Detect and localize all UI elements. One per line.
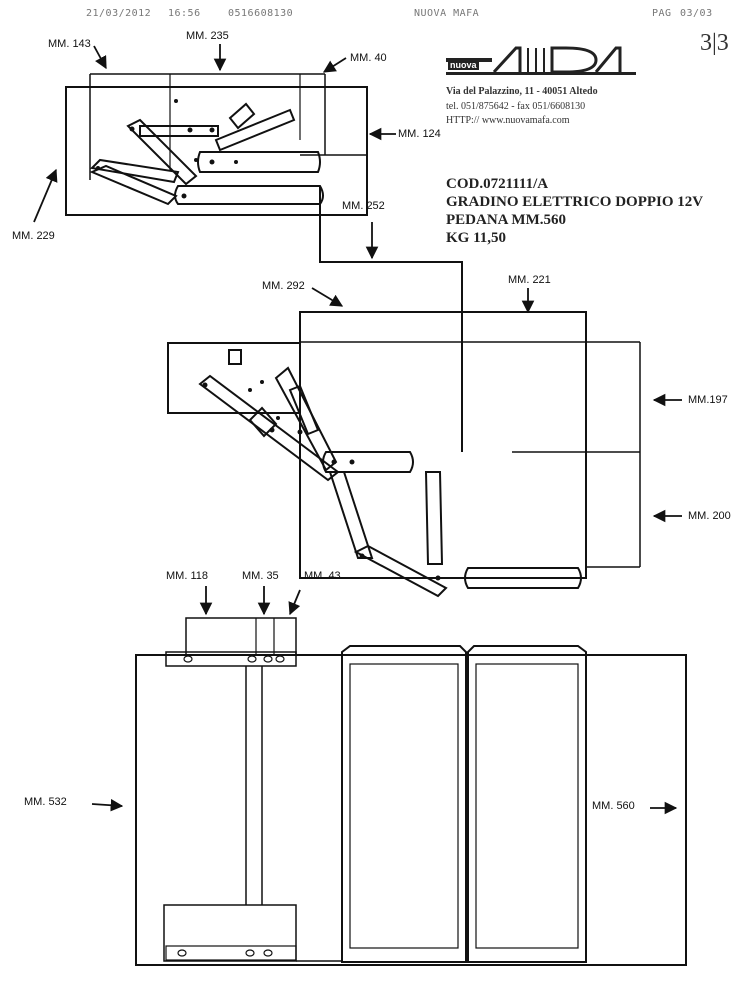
dim-label-221: MM. 221 xyxy=(508,274,551,286)
dim-label-118: MM. 118 xyxy=(166,570,208,582)
open-step-pivots xyxy=(202,380,441,581)
dim-label-43: MM. 43 xyxy=(304,570,341,582)
company-logo: nuova xyxy=(446,44,636,76)
fax-page-number: 03/03 xyxy=(680,8,713,19)
logo-word: nuova xyxy=(448,60,479,70)
closed-step-pivots xyxy=(96,99,238,199)
fax-page-label: PAG xyxy=(652,8,672,19)
dim-label-532: MM. 532 xyxy=(24,796,67,808)
page-marker: 3|3 xyxy=(700,30,729,56)
company-website: HTTP:// www.nuovamafa.com xyxy=(446,115,570,126)
dim-label-560: MM. 560 xyxy=(592,800,635,812)
product-name: GRADINO ELETTRICO DOPPIO 12V xyxy=(446,194,704,210)
dim-label-252: MM. 252 xyxy=(342,200,385,212)
product-weight: KG 11,50 xyxy=(446,230,507,246)
dim-label-235: MM. 235 xyxy=(186,30,229,42)
dimension-arrows xyxy=(33,44,682,815)
dim-label-143: MM. 143 xyxy=(48,38,91,50)
closed-step-view xyxy=(65,73,463,452)
dim-label-292: MM. 292 xyxy=(262,280,305,292)
dim-label-197: MM.197 xyxy=(688,394,728,406)
fax-sender-name: NUOVA MAFA xyxy=(414,8,480,19)
dim-label-200: MM. 200 xyxy=(688,510,731,522)
fax-date: 21/03/2012 xyxy=(86,8,152,19)
fax-time: 16:56 xyxy=(168,8,201,19)
company-phone: tel. 051/875642 - fax 051/6608130 xyxy=(446,101,586,112)
dim-label-35: MM. 35 xyxy=(242,570,279,582)
company-address: Via del Palazzino, 11 - 40051 Altedo xyxy=(446,86,598,97)
plan-view xyxy=(135,617,687,966)
fax-sender-number: 0516608130 xyxy=(228,8,294,19)
product-code: COD.0721111/A xyxy=(446,176,549,192)
open-step-view xyxy=(167,311,641,598)
dim-label-124: MM. 124 xyxy=(398,128,441,140)
dim-label-40: MM. 40 xyxy=(350,52,387,64)
dim-label-229: MM. 229 xyxy=(12,230,55,242)
product-platform: PEDANA MM.560 xyxy=(446,212,566,228)
plan-view-holes xyxy=(177,655,285,957)
